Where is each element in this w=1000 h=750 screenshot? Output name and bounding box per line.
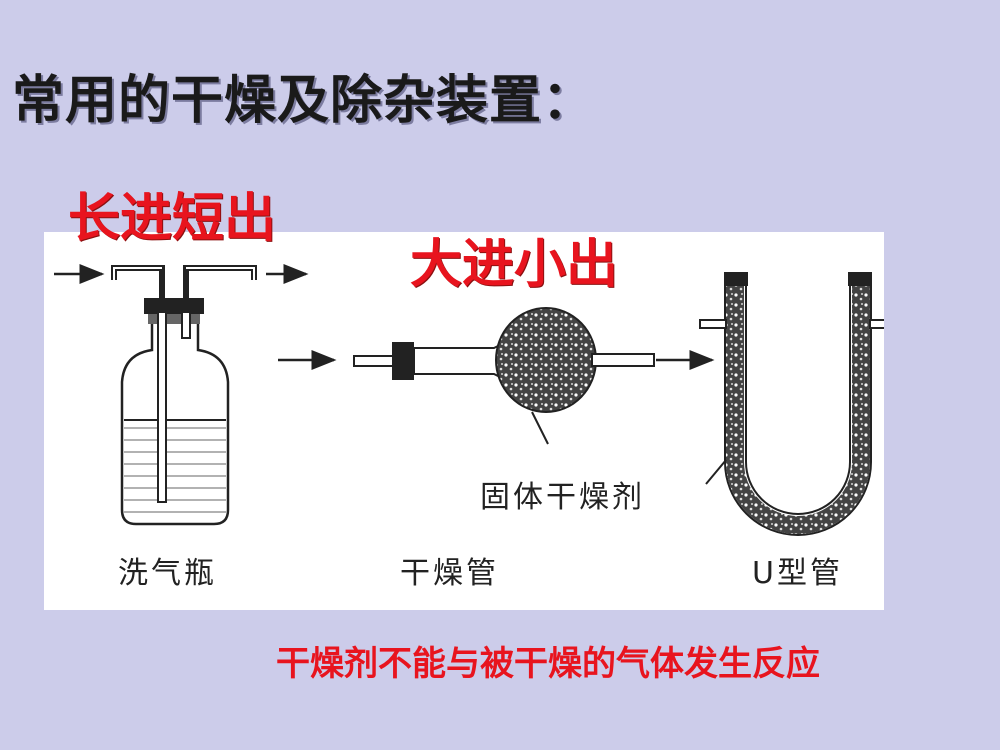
outlet-tube [183, 265, 257, 302]
u-tube-label: U型管 [752, 556, 843, 591]
inlet-tube [111, 265, 165, 302]
drying-tube-drawing [353, 307, 655, 445]
u-tube-drawing [699, 272, 884, 536]
u-tube-desiccant [726, 280, 870, 534]
big-in-small-out-label: 大进小出 [410, 235, 619, 295]
gas-washing-bottle-drawing [54, 264, 309, 526]
desiccant-note: 干燥剂不能与被干燥的气体发生反应 [276, 644, 820, 684]
long-in-short-out-label: 长进短出 [68, 189, 277, 249]
short-tube [181, 311, 191, 339]
bottle-body [120, 324, 230, 526]
gas-washing-bottle-label: 洗气瓶 [118, 556, 217, 591]
desiccant-bulb [495, 307, 597, 413]
page-title: 常用的干燥及除杂装置： [12, 71, 596, 131]
long-tube [157, 311, 167, 503]
drying-tube-label: 干燥管 [400, 556, 499, 591]
drying-tube-stopper [392, 342, 414, 380]
apparatus-drawing [54, 264, 884, 536]
bottle-stopper [144, 298, 204, 314]
apparatus-diagram: 固体干燥剂 洗气瓶 干燥管 U型管 [44, 232, 884, 610]
solid-desiccant-label: 固体干燥剂 [480, 480, 645, 515]
